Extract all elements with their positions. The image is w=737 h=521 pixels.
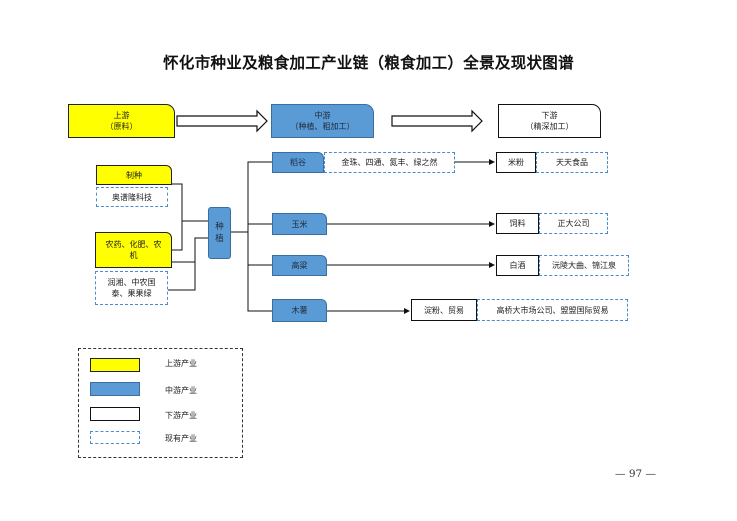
page-number: — 97 —	[615, 468, 657, 480]
midstream-stage-sub: （种植、粗加工）	[290, 122, 355, 131]
legend-downstream-label: 下游产业	[165, 411, 197, 420]
agri-input-box: 农药、化肥、农机	[95, 232, 172, 268]
crop-sorghum-box: 高粱	[272, 255, 327, 276]
liquor-companies-box: 沅陵大曲、锦江泉	[539, 255, 629, 276]
downstream-stage-name: 下游	[541, 111, 558, 120]
upstream-stage-box: 上游 （原料）	[68, 104, 175, 138]
legend: 上游产业 中游产业 下游产业 现有产业	[78, 348, 243, 458]
planting-box: 种植	[208, 207, 231, 259]
legend-downstream-swatch	[90, 407, 140, 421]
legend-upstream-swatch	[90, 358, 140, 372]
stage-arrow-1	[176, 109, 268, 133]
feed-companies-box: 正大公司	[539, 213, 608, 234]
legend-midstream-swatch	[90, 382, 140, 396]
product-starch-box: 淀粉、贸易	[411, 299, 477, 321]
agri-companies-box: 润湘、中农国泰、果果绿	[95, 271, 168, 305]
upstream-stage-sub: （原料）	[105, 122, 138, 131]
seed-input-box: 制种	[96, 165, 172, 185]
legend-upstream-label: 上游产业	[165, 359, 197, 368]
midstream-stage-box: 中游 （种植、粗加工）	[271, 104, 374, 138]
midstream-stage-name: 中游	[314, 111, 331, 120]
legend-midstream-label: 中游产业	[165, 386, 197, 395]
seed-companies-box: 奥谱隆科技	[96, 187, 168, 207]
legend-existing-label: 现有产业	[165, 434, 197, 443]
stage-arrow-2	[391, 109, 483, 133]
legend-existing-swatch	[90, 431, 140, 444]
product-liquor-box: 白酒	[496, 255, 539, 276]
rice-companies-box: 金珠、四通、氮丰、绿之然	[324, 152, 455, 173]
upstream-stage-name: 上游	[113, 111, 130, 120]
page-title: 怀化市种业及粮食加工产业链（粮食加工）全景及现状图谱	[163, 53, 574, 72]
product-rice-noodle-box: 米粉	[496, 152, 536, 173]
starch-companies-box: 高桥大市场公司、盟盟国际贸易	[477, 299, 628, 321]
product-feed-box: 饲料	[496, 213, 539, 234]
crop-corn-box: 玉米	[272, 213, 327, 235]
crop-rice-box: 稻谷	[272, 152, 324, 173]
downstream-stage-box: 下游 （精深加工）	[498, 104, 601, 138]
crop-cassava-box: 木薯	[272, 299, 327, 322]
rice-noodle-companies-box: 天天食品	[536, 152, 608, 173]
downstream-stage-sub: （精深加工）	[525, 122, 574, 131]
